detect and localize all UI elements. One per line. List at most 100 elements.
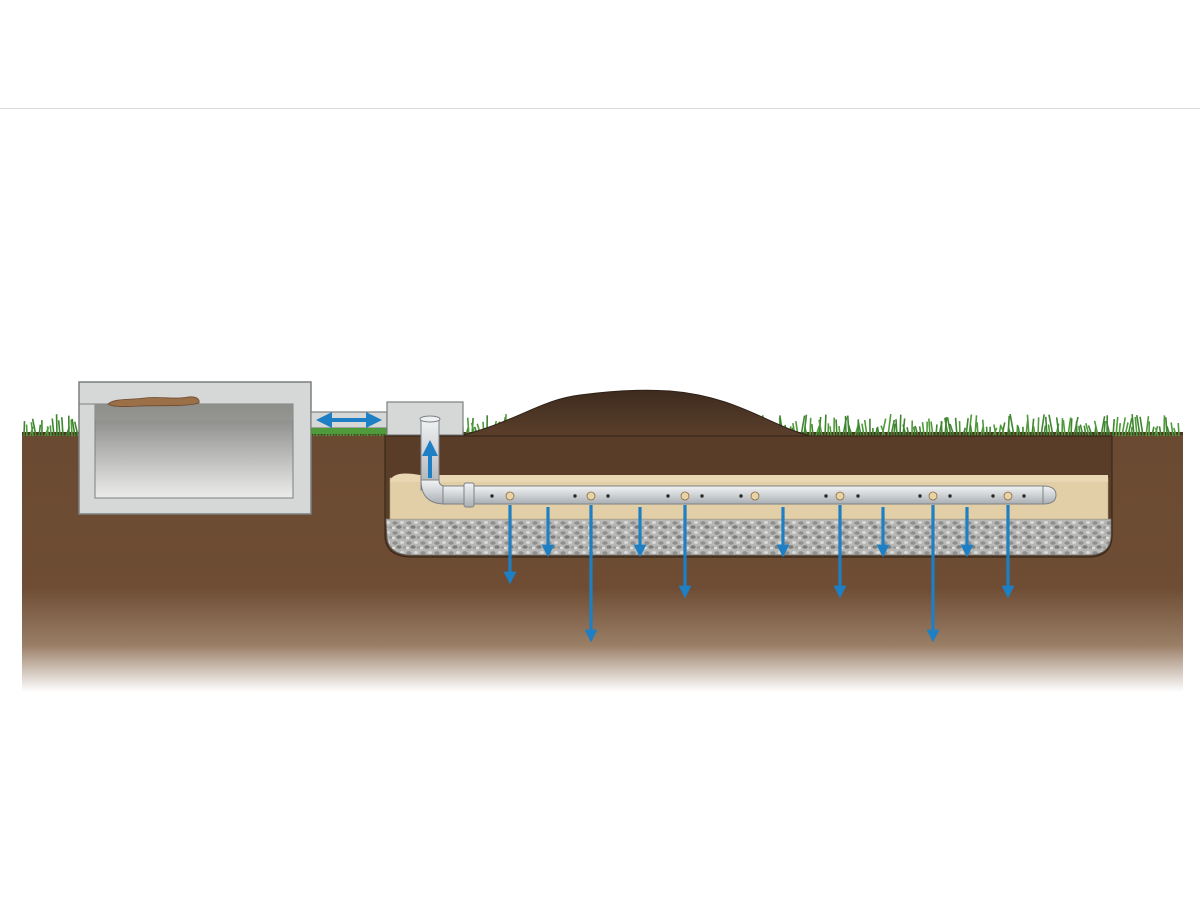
grass-blade <box>51 418 55 437</box>
soil-mound <box>459 389 811 437</box>
grass-blade <box>829 426 832 437</box>
grass-blade <box>1139 416 1144 437</box>
grass-blade <box>1170 422 1174 437</box>
perforation-hole <box>835 491 845 501</box>
grass-blade <box>976 422 979 437</box>
perforation-dot <box>666 494 670 498</box>
grass-blade <box>1127 417 1133 437</box>
perforation-hole <box>928 491 938 501</box>
grass-blade <box>847 424 853 437</box>
grass-blade <box>835 419 838 437</box>
grass-blade <box>935 424 938 437</box>
perforation-dot <box>1022 494 1026 498</box>
grass-blade <box>857 421 862 437</box>
grass-blade <box>1154 427 1159 437</box>
grass-blade <box>1000 425 1006 437</box>
grass-blade <box>863 419 868 437</box>
pipe-perforations <box>490 491 1026 501</box>
grass-blade <box>30 422 34 437</box>
grass-blade <box>70 419 73 437</box>
perforation-dot <box>824 494 828 498</box>
grass-blade <box>1016 424 1019 437</box>
grass-blade <box>913 426 916 437</box>
grass-blade <box>1166 426 1171 437</box>
grass-blade <box>1158 426 1162 437</box>
grass-blade <box>1032 426 1036 437</box>
grass-blade <box>1131 414 1135 437</box>
grass-blade <box>954 417 958 437</box>
perforated-distribution-pipe <box>442 482 1057 508</box>
perforation-dot <box>991 494 995 498</box>
grass-blade <box>1067 417 1072 437</box>
percolation-arrows <box>503 505 1015 643</box>
septic-tank <box>78 381 312 515</box>
grass-blade <box>1093 420 1099 437</box>
grass-blade <box>809 417 812 437</box>
grass-blade <box>57 420 61 437</box>
grass-blade <box>1083 425 1087 437</box>
perforation-dot <box>918 494 922 498</box>
grass-blade <box>1009 413 1015 437</box>
grass-blade <box>1079 424 1084 437</box>
grass-blade <box>940 421 943 437</box>
grass-blade <box>1044 416 1048 437</box>
grass-blade <box>1055 423 1060 437</box>
grass-blade <box>1130 426 1133 437</box>
grass-blade <box>1031 418 1035 437</box>
grass-blade <box>969 424 973 437</box>
grass-blade <box>893 423 896 437</box>
grass-blade <box>881 418 887 437</box>
grass-blade <box>1085 423 1090 437</box>
scum-layer <box>107 396 200 407</box>
grass-blade <box>861 423 865 437</box>
perforation-hole <box>750 491 760 501</box>
grass-blade <box>962 427 967 437</box>
grass-blade <box>1026 414 1030 437</box>
grass-blade <box>49 425 52 437</box>
grass-blade <box>824 414 827 437</box>
grass-blade <box>993 424 997 437</box>
grass-blade <box>918 426 922 437</box>
grass-blade <box>887 413 892 437</box>
grass-blade <box>811 424 814 437</box>
perforation-hole <box>586 491 596 501</box>
grass-blade <box>1043 425 1047 437</box>
grass-blade <box>1055 417 1060 437</box>
grass-blade <box>1047 424 1051 437</box>
grass-blade <box>1007 427 1012 437</box>
grass-blade <box>949 423 955 437</box>
grass-blade <box>838 425 841 437</box>
grass-blade <box>1145 416 1150 437</box>
grass-blade <box>1118 422 1122 437</box>
grass-blade <box>895 419 898 437</box>
grass-blade <box>38 424 42 437</box>
perforation-dot <box>739 494 743 498</box>
grass-blade <box>1001 422 1006 437</box>
grass-blade <box>921 422 925 437</box>
grass-blade <box>1007 415 1011 437</box>
grass-blade <box>1087 425 1093 437</box>
grass-blade <box>906 427 910 437</box>
grass-blade <box>1017 426 1021 437</box>
grass-blade <box>1151 426 1155 437</box>
grass-blade <box>71 418 76 437</box>
perforation-hole <box>1003 491 1013 501</box>
perforation-dot <box>606 494 610 498</box>
grass-blade <box>946 417 952 437</box>
grass-blade <box>981 419 985 437</box>
grass-blade <box>1112 419 1116 437</box>
perforation-dot <box>948 494 952 498</box>
perforation-dot <box>700 494 704 498</box>
grass-blade <box>1103 420 1106 437</box>
perforation-dot <box>490 494 494 498</box>
grass-blade <box>73 421 79 437</box>
grass-under-pipe <box>311 428 387 434</box>
grass-blade <box>1040 414 1045 437</box>
grass-blade <box>1105 421 1111 437</box>
grass-blade <box>1177 422 1180 437</box>
grass-blade <box>1115 416 1119 437</box>
grass-blade <box>944 417 949 437</box>
grass-blade <box>1078 425 1081 437</box>
grass-blade <box>1135 415 1141 437</box>
